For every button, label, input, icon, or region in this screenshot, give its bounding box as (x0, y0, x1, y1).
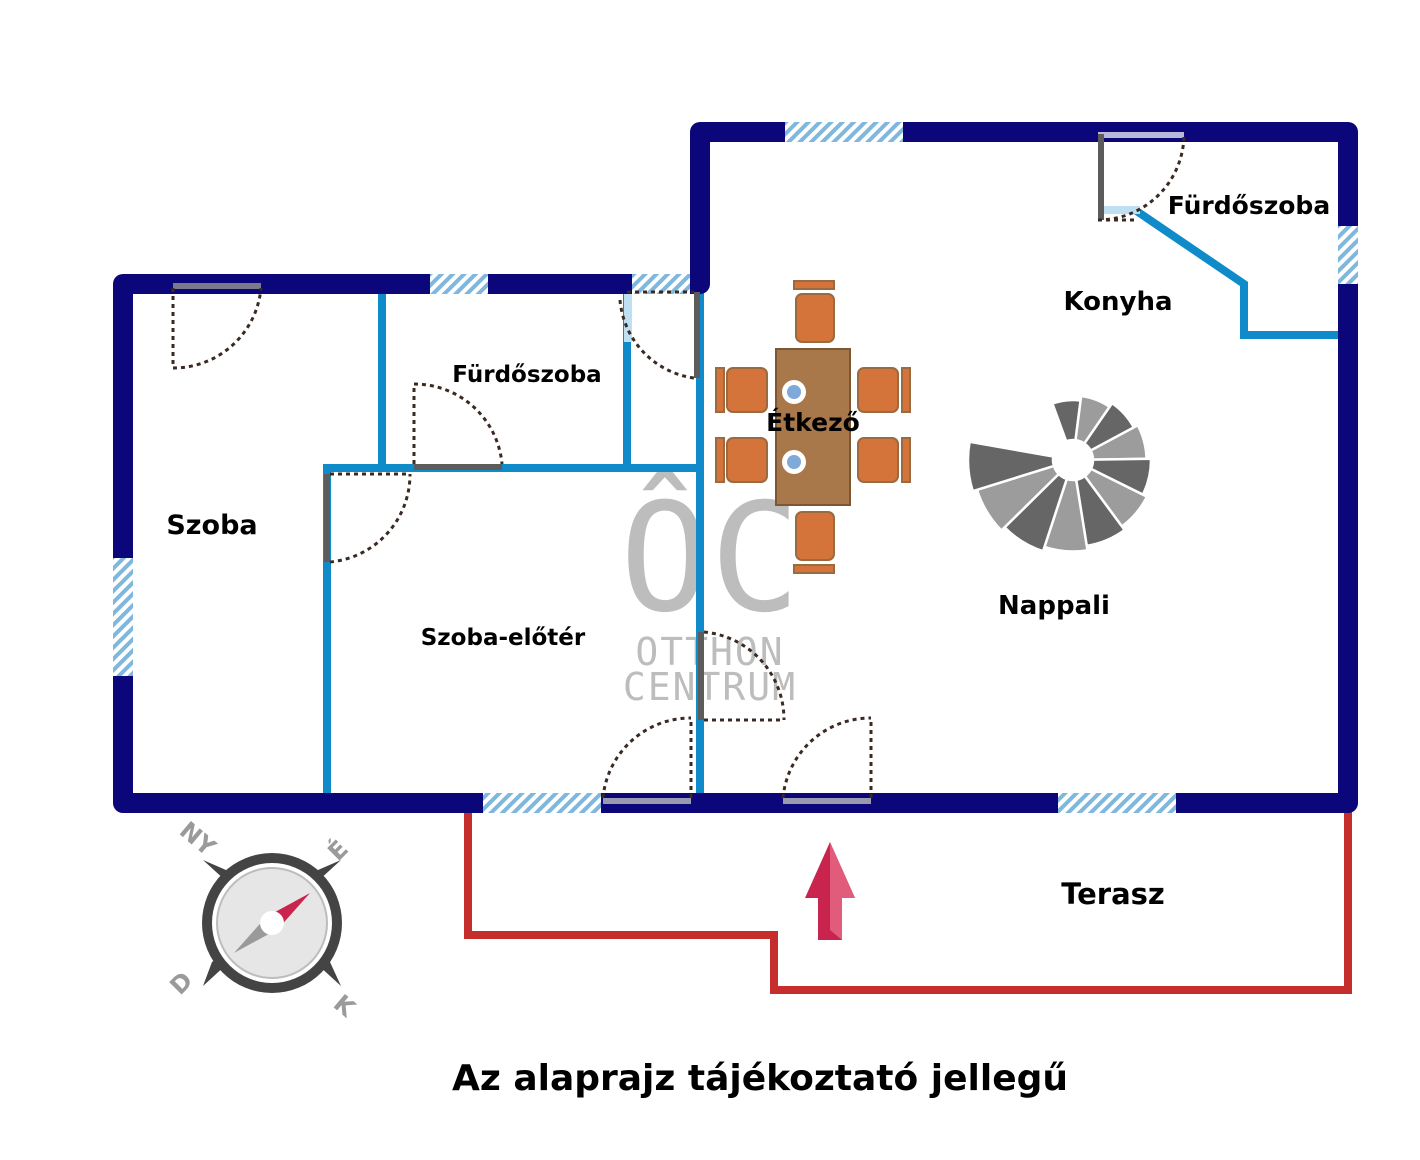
compass-label-d: D (164, 966, 198, 1000)
room-label-terasz: Terasz (1061, 877, 1165, 911)
room-label-furdoszoba-left: Fürdőszoba (452, 362, 601, 388)
compass-label-e: É (322, 834, 354, 866)
room-label-furdoszoba-right: Fürdőszoba (1168, 191, 1330, 220)
entrance-arrow-icon (805, 842, 855, 940)
room-label-nappali: Nappali (998, 591, 1110, 621)
room-label-etkezo: Étkező (766, 408, 860, 437)
plate (782, 380, 806, 474)
room-label-szoba: Szoba (166, 510, 257, 541)
dining-table (775, 348, 851, 506)
windows (113, 122, 1358, 813)
room-label-szoba-eloter: Szoba-előtér (421, 625, 586, 651)
watermark-line-2: CENTRUM (623, 665, 797, 709)
watermark-logo: ÔC OTTHON CENTRUM (620, 470, 801, 709)
spiral-staircase (966, 394, 1153, 553)
stair-core (1053, 440, 1093, 480)
dining-set (715, 280, 911, 574)
compass-label-k: K (328, 989, 361, 1023)
compass-icon: NY É D K (164, 816, 361, 1023)
watermark-mark: ÔC (620, 470, 801, 646)
watermark-line-1: OTTHON (635, 630, 784, 674)
room-label-konyha: Konyha (1063, 287, 1172, 317)
outer-walls (113, 122, 1358, 813)
compass-label-ny: NY (174, 816, 221, 862)
chair (715, 280, 911, 574)
disclaimer-note: Az alaprajz tájékoztató jellegű (452, 1058, 1068, 1099)
doors (171, 132, 1186, 804)
terrace-outline (464, 812, 1352, 994)
